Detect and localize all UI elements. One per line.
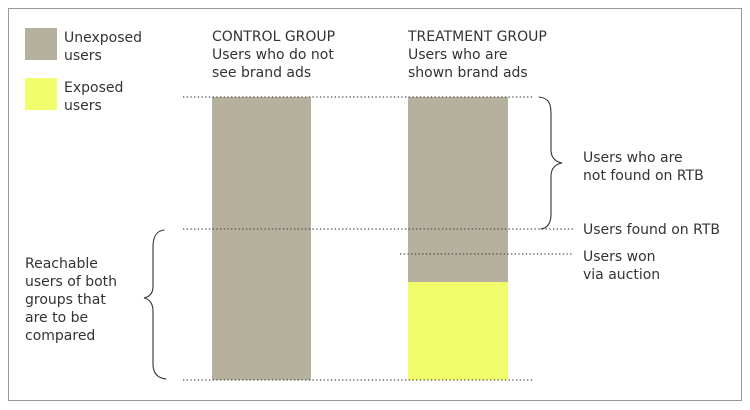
annotation-won-via-auction-line1: Users won [583,249,656,265]
annotation-reachable-line4: are to be [25,310,88,326]
annotation-reachable-line3: groups that [25,292,106,308]
legend-swatch-unexposed [25,28,57,60]
diagram-frame [8,8,742,401]
treatment-group-bar-exposed [408,282,508,380]
brace-not-found-on-rtb [538,96,563,230]
control-group-subtitle-line2: see brand ads [212,65,311,81]
treatment-group-subtitle-line2: shown brand ads [408,65,528,81]
annotation-reachable-line2: users of both [25,274,117,290]
annotation-not-found-line2: not found on RTB [583,168,704,184]
legend-swatch-exposed [25,78,57,110]
legend-label-unexposed-line2: users [64,48,102,64]
brace-reachable-users [143,229,167,380]
annotation-reachable-line5: compared [25,328,95,344]
annotation-not-found-line1: Users who are [583,150,683,166]
control-group-heading: CONTROL GROUP Users who do not see brand… [212,29,335,81]
legend-label-exposed-line2: users [64,98,102,114]
legend: Unexposed users Exposed users [25,28,142,114]
annotation-won-via-auction-line2: via auction [583,267,660,283]
legend-label-unexposed-line1: Unexposed [64,30,142,46]
treatment-group-heading: TREATMENT GROUP Users who are shown bran… [407,29,547,81]
treatment-group-subtitle-line1: Users who are [408,47,508,63]
treatment-group-bar-unexposed [408,97,508,282]
treatment-group-title: TREATMENT GROUP [407,29,547,45]
control-group-title: CONTROL GROUP [212,29,335,45]
control-group-subtitle-line1: Users who do not [212,47,334,63]
control-group-bar [212,97,311,380]
legend-label-exposed-line1: Exposed [64,80,123,96]
annotation-found-on-rtb: Users found on RTB [583,222,720,238]
annotation-reachable-line1: Reachable [25,256,98,272]
